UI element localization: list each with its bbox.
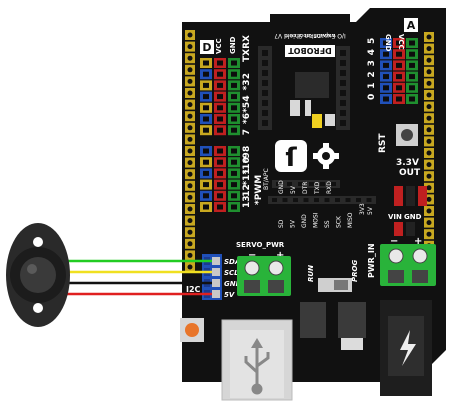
right-gold-pin-strip xyxy=(424,32,434,274)
digital-pin-label: 12 xyxy=(242,184,252,197)
usb-icon-arrow xyxy=(251,338,263,348)
digital-pin-label: 13 xyxy=(242,195,252,208)
analog-pin-label: 0 xyxy=(367,94,377,100)
analog-pin-label: 4 xyxy=(367,49,377,55)
digital-pin-label: *3 xyxy=(242,79,252,90)
i2c-pin-labels: SDA SCL GND 5V xyxy=(224,258,242,299)
digital-pin-label: *9 xyxy=(242,152,252,163)
vin-gnd-header xyxy=(394,186,427,236)
rst-label: RST xyxy=(378,133,388,153)
header-gnd-label-right: GND xyxy=(384,34,392,52)
bt-pin-label: GND xyxy=(301,214,308,228)
analog-pin-label: 5 xyxy=(367,38,377,44)
digital-pin-label: 4 xyxy=(242,95,252,101)
out-voltage-label: 3.3V xyxy=(396,158,419,168)
bt-pin-label: 5V xyxy=(290,185,297,194)
i2c-pin xyxy=(212,279,220,287)
gear-icon xyxy=(313,143,339,169)
servo-plus-label: + xyxy=(276,250,284,261)
digital-pin-labels-top: TXRX 2*3 4*5*6 7 xyxy=(242,35,252,135)
pwm-label: *PWM xyxy=(254,175,264,205)
out-label: OUT xyxy=(399,168,421,178)
usb-icon xyxy=(244,345,270,395)
svg-text:ſ: ſ xyxy=(285,143,297,173)
bt-pin-label: MISO xyxy=(347,212,354,228)
bt-pin-label: SS xyxy=(324,220,331,228)
v3-label: 3V3 xyxy=(359,203,366,215)
i2c-pin-label: SCL xyxy=(224,269,239,277)
analog-pin-label: 2 xyxy=(367,71,377,77)
left-gold-pin-strip xyxy=(185,30,195,272)
bt-pin-label: SD xyxy=(278,219,285,228)
bt-pin-label: DTR xyxy=(302,182,309,194)
i2c-pin-label: SDA xyxy=(224,258,240,266)
digital-pin-label: *10 xyxy=(242,157,252,174)
digital-header-block xyxy=(200,58,240,212)
bt-pin-label: GND xyxy=(278,180,285,194)
header-vcc-label: VCC xyxy=(215,38,223,54)
header-a-badge xyxy=(404,18,418,32)
pwr-minus-label: − xyxy=(390,236,398,247)
bt-pin-label: MOSI xyxy=(313,212,320,228)
v5-label: 5V xyxy=(367,206,374,215)
analog-pin-label: 3 xyxy=(367,60,377,66)
bt-pin-label: RXD xyxy=(326,181,333,194)
bt-apc-header xyxy=(268,180,376,204)
bt-pin-label: 5V xyxy=(290,219,297,228)
digital-pin-label: *11 xyxy=(242,168,252,185)
shield-name-text: I/O Expansion Shield V7 xyxy=(274,32,346,39)
analog-header-block xyxy=(380,38,418,104)
shield-url-text: www.DFRobot.com xyxy=(284,32,336,38)
bt-pin-label: SCK xyxy=(336,215,343,228)
header-vcc-label-right: VCC xyxy=(397,34,405,50)
bt-pin-label: TXD xyxy=(314,181,321,195)
i2c-pin-label: GND xyxy=(224,280,242,288)
vibration-sensor xyxy=(6,223,70,327)
vin-gnd-label: GND xyxy=(404,213,422,221)
transistor-component xyxy=(300,302,326,338)
analog-pin-labels: 0 1 2 3 4 5 xyxy=(367,38,377,100)
vin-label: VIN xyxy=(388,213,402,221)
pwr-plus-label: + xyxy=(414,236,422,247)
digital-pin-label: *5 xyxy=(242,102,252,113)
voltage-regulator-chip xyxy=(295,72,329,98)
digital-pin-label: *6 xyxy=(242,113,252,124)
servo-pwr-terminal[interactable] xyxy=(237,256,291,296)
digital-pin-label: TXRX xyxy=(242,35,252,62)
i2c-pin xyxy=(212,290,220,298)
pwr-in-terminal[interactable] xyxy=(380,244,436,286)
i2c-label: I2C xyxy=(186,285,201,294)
reset-button-orange[interactable] xyxy=(180,318,204,342)
bt-lower-row-labels: SD 5V GND MOSI SS SCK MISO xyxy=(278,212,354,228)
i2c-pin-label: 5V xyxy=(224,291,235,299)
header-d-badge xyxy=(200,40,214,54)
dc-power-jack xyxy=(380,300,432,396)
sensor-wires xyxy=(66,259,212,296)
module-socket: I/O Expansion Shield V7 www.DFRobot.com … xyxy=(258,14,350,130)
header-d-label: D xyxy=(202,41,211,54)
servo-minus-label: − xyxy=(248,250,256,261)
bt-upper-row-labels: GND 5V DTR TXD RXD xyxy=(278,180,333,195)
pwr-in-label: PWR_IN xyxy=(367,243,376,278)
bt-apc-label: BT/APC xyxy=(263,168,270,190)
digital-pin-label: 7 xyxy=(242,129,252,135)
header-gnd-label: GND xyxy=(229,36,237,54)
status-led xyxy=(312,114,322,128)
analog-pin-label: 1 xyxy=(367,83,377,89)
digital-pin-label: 2 xyxy=(242,73,252,79)
servo-pwr-label: SERVO_PWR xyxy=(236,241,285,249)
i2c-pin xyxy=(212,257,220,265)
header-a-label: A xyxy=(407,19,416,32)
run-prog-switch[interactable] xyxy=(318,278,352,292)
digital-pin-label: 8 xyxy=(242,146,252,152)
i2c-pin xyxy=(212,268,220,276)
run-label: RUN xyxy=(307,265,315,282)
mosfet-component xyxy=(338,302,366,338)
prog-label: PROG xyxy=(351,260,359,282)
brand-logo-text: DFROBOT xyxy=(288,46,332,55)
reset-button[interactable] xyxy=(396,124,418,146)
dfrobot-logo: ſ xyxy=(275,140,307,173)
